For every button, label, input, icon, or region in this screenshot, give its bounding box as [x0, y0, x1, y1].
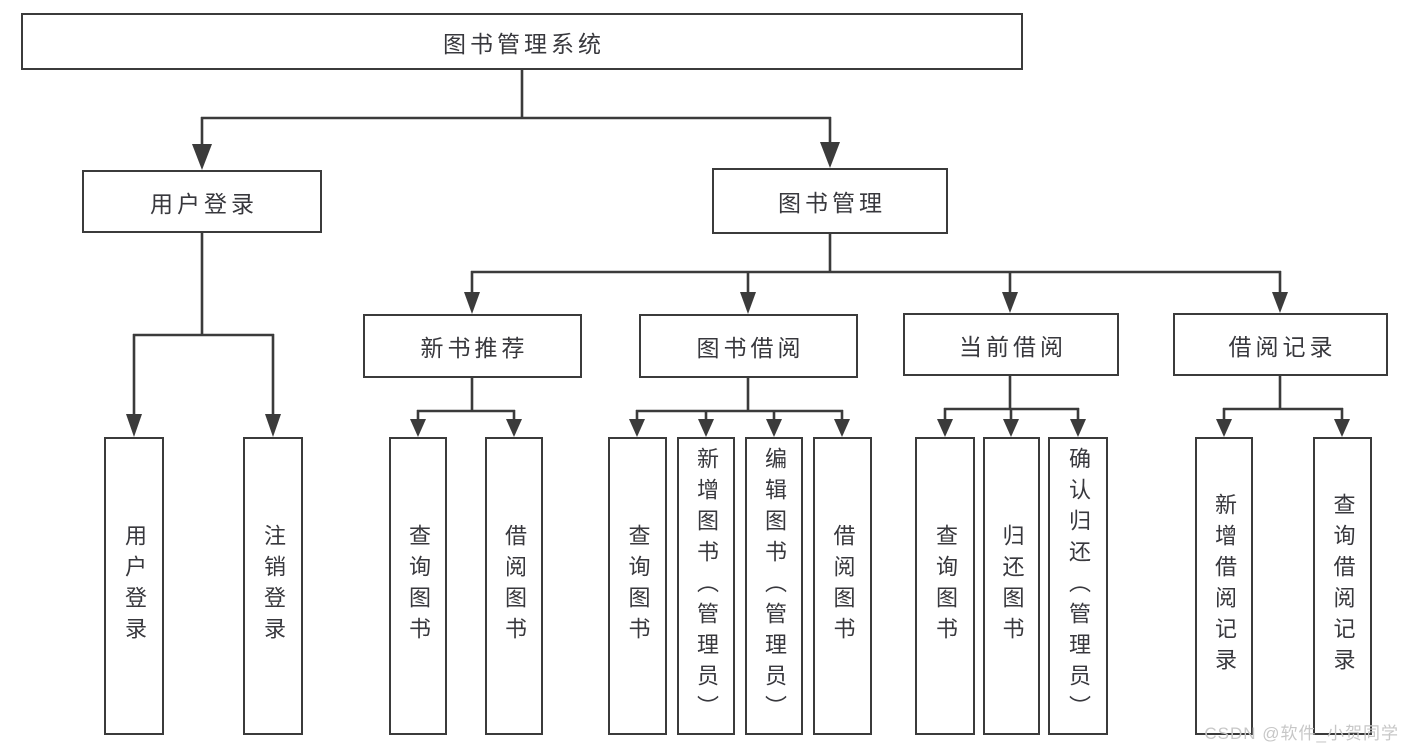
node-root: 图书管理系统 — [21, 13, 1023, 70]
arrow-down-icon — [192, 144, 212, 170]
arrow-down-icon — [126, 414, 142, 437]
node-leaf-query-book: 查询图书 — [915, 437, 975, 735]
node-book-management: 图书管理 — [712, 168, 948, 234]
node-leaf-borrow-book: 借阅图书 — [485, 437, 543, 735]
node-label: 确认归还（管理员） — [1066, 446, 1091, 726]
node-label: 借阅图书 — [830, 524, 856, 648]
node-user-login: 用户登录 — [82, 170, 322, 233]
node-label: 新增图书（管理员） — [694, 446, 719, 726]
node-leaf-borrow-book: 借阅图书 — [813, 437, 872, 735]
node-label: 当前借阅 — [959, 333, 1067, 360]
node-label: 用户登录 — [122, 524, 147, 648]
node-label: 借阅图书 — [502, 524, 527, 648]
node-label: 注销登录 — [261, 524, 286, 648]
arrow-down-icon — [834, 419, 850, 437]
arrow-down-icon — [1216, 419, 1232, 437]
arrow-down-icon — [1002, 292, 1018, 313]
node-label: 查询图书 — [625, 524, 651, 648]
node-label: 图书管理 — [778, 190, 886, 216]
node-label: 编辑图书（管理员） — [762, 446, 787, 726]
node-leaf-query-book: 查询图书 — [389, 437, 447, 735]
node-label: 图书借阅 — [696, 335, 805, 361]
node-leaf-user-login: 用户登录 — [104, 437, 164, 735]
node-leaf-query-borrow-record: 查询借阅记录 — [1313, 437, 1372, 735]
node-leaf-add-borrow-record: 新增借阅记录 — [1195, 437, 1253, 735]
node-label: 查询图书 — [406, 524, 431, 648]
node-book-borrow: 图书借阅 — [639, 314, 858, 378]
arrow-down-icon — [766, 419, 782, 437]
node-label: 用户登录 — [150, 190, 258, 217]
arrow-down-icon — [629, 419, 645, 437]
arrow-down-icon — [464, 292, 480, 314]
arrow-down-icon — [1003, 419, 1019, 437]
arrow-down-icon — [1334, 419, 1350, 437]
node-label: 图书管理系统 — [443, 30, 605, 57]
watermark: CSDN @软件_小贺同学 — [1204, 724, 1399, 743]
arrow-down-icon — [1272, 292, 1288, 313]
node-label: 新书推荐 — [420, 335, 529, 361]
node-label: 新增借阅记录 — [1212, 493, 1237, 679]
arrow-down-icon — [740, 292, 756, 314]
node-current-borrow: 当前借阅 — [903, 313, 1119, 376]
node-label: 归还图书 — [999, 524, 1025, 648]
arrow-down-icon — [410, 419, 426, 437]
node-leaf-return-book: 归还图书 — [983, 437, 1040, 735]
node-new-book-recommend: 新书推荐 — [363, 314, 582, 378]
node-leaf-edit-book-admin: 编辑图书（管理员） — [745, 437, 803, 735]
node-leaf-confirm-return-admin: 确认归还（管理员） — [1048, 437, 1108, 735]
node-label: 查询图书 — [933, 524, 958, 648]
arrow-down-icon — [698, 419, 714, 437]
node-label: 借阅记录 — [1228, 333, 1337, 360]
arrow-down-icon — [820, 142, 840, 168]
arrow-down-icon — [265, 414, 281, 437]
node-leaf-add-book-admin: 新增图书（管理员） — [677, 437, 735, 735]
node-borrow-records: 借阅记录 — [1173, 313, 1388, 376]
node-label: 查询借阅记录 — [1330, 493, 1356, 679]
arrow-down-icon — [1070, 419, 1086, 437]
arrow-down-icon — [506, 419, 522, 437]
node-leaf-logout: 注销登录 — [243, 437, 303, 735]
node-leaf-query-book: 查询图书 — [608, 437, 667, 735]
arrow-down-icon — [937, 419, 953, 437]
